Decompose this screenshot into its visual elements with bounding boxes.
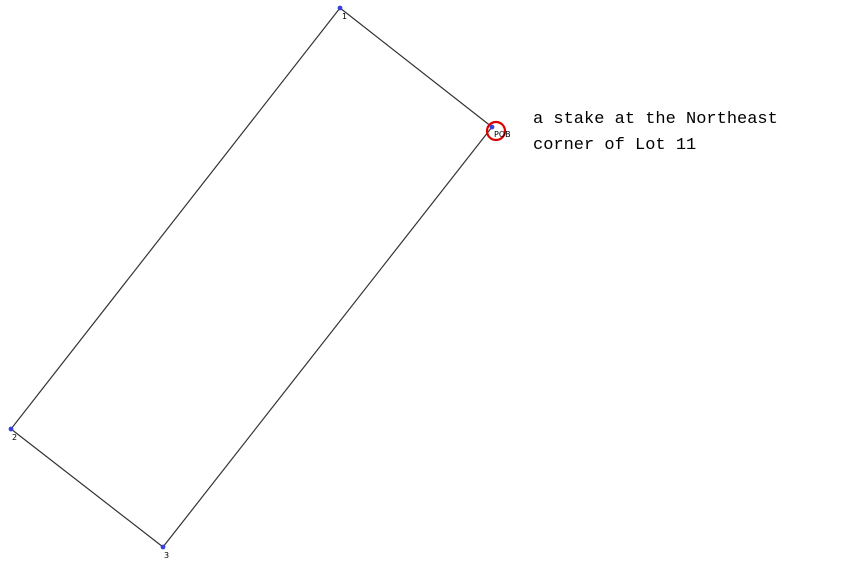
lot-boundary-polygon xyxy=(10,7,493,548)
vertex-1-dot[interactable] xyxy=(337,5,343,11)
description-line-2: corner of Lot 11 xyxy=(533,136,697,155)
point-of-beginning-description: a stake at the Northeast corner of Lot 1… xyxy=(533,107,849,159)
vertex-2-dot[interactable] xyxy=(8,426,14,432)
vertex-1-label: 1 xyxy=(342,12,347,21)
pob-label: POB xyxy=(494,130,511,139)
vertex-2-label: 2 xyxy=(12,433,17,442)
pob-vertex-dot[interactable] xyxy=(489,124,495,130)
pob-marker-circle xyxy=(485,120,507,142)
vertex-3-label: 3 xyxy=(164,551,169,560)
vertex-3-dot[interactable] xyxy=(160,544,166,550)
description-line-1: a stake at the Northeast xyxy=(533,110,778,129)
